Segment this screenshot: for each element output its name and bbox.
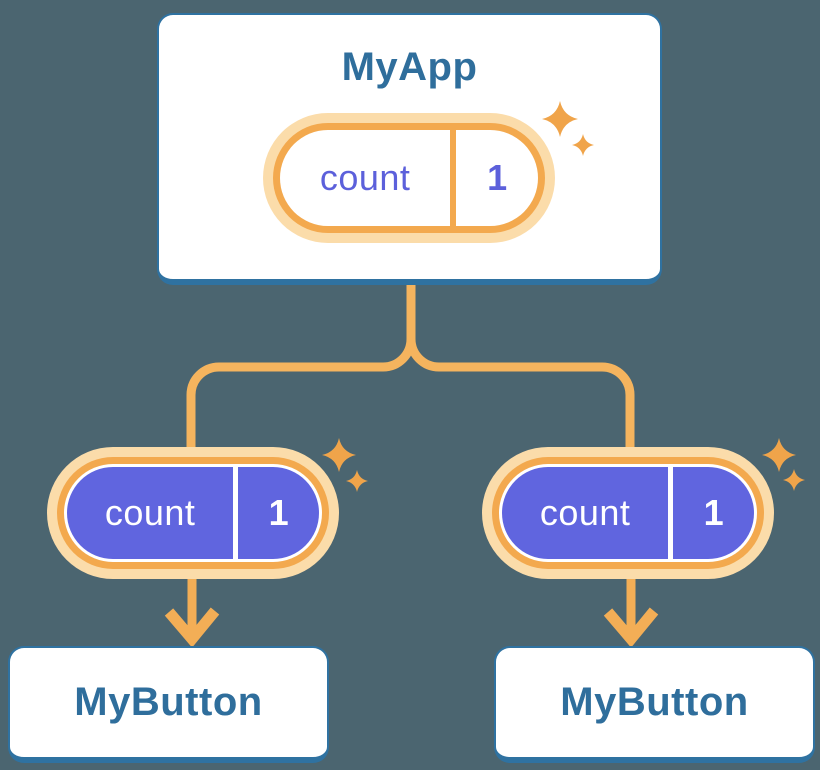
- component-title: MyButton: [560, 680, 749, 724]
- arrow-down-left-icon: [164, 576, 220, 648]
- component-node-mybutton-left: MyButton: [8, 646, 329, 763]
- state-pill-body: count 1: [280, 130, 538, 226]
- state-value-label: 1: [233, 467, 319, 559]
- state-pill-body: count 1: [64, 464, 322, 562]
- state-pill-fill: count 1: [67, 467, 319, 559]
- branch-line-left: [186, 283, 416, 450]
- state-pill-body: count 1: [499, 464, 757, 562]
- arrow-down-right-icon: [603, 576, 659, 648]
- state-name-label: count: [539, 492, 631, 533]
- state-name-label: count: [104, 492, 196, 533]
- state-pill-fill: count 1: [502, 467, 754, 559]
- component-title: MyButton: [74, 680, 263, 724]
- component-node-mybutton-right: MyButton: [494, 646, 815, 763]
- component-title: MyApp: [341, 45, 478, 89]
- state-pill-ring: count 1: [57, 457, 329, 569]
- state-pill-root: count 1: [263, 113, 555, 243]
- state-pill-ring: count 1: [492, 457, 764, 569]
- state-pill-child-right: count 1: [482, 447, 774, 579]
- branch-line-right: [406, 283, 635, 450]
- state-value-label: 1: [668, 467, 754, 559]
- state-value-label: 1: [450, 130, 538, 226]
- state-pill-ring: count 1: [273, 123, 545, 233]
- state-name-label: count: [319, 157, 411, 198]
- state-pill-child-left: count 1: [47, 447, 339, 579]
